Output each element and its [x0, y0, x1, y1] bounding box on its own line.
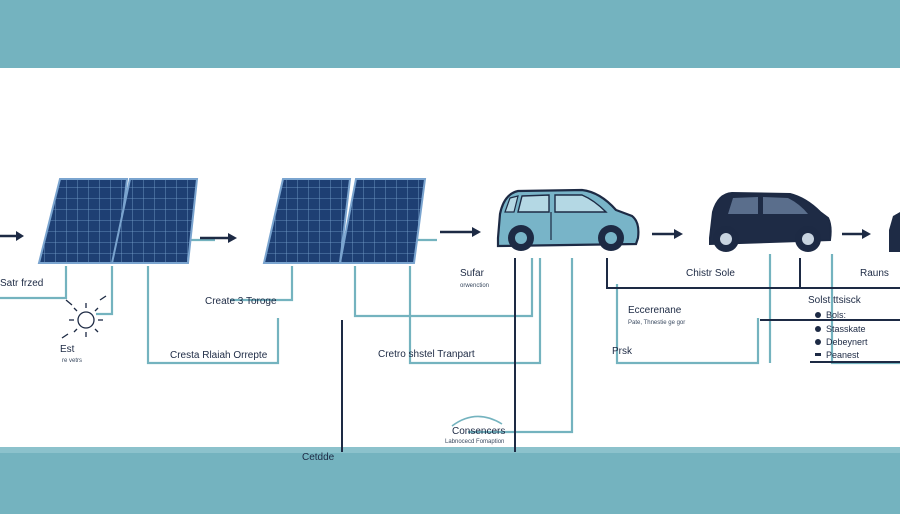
solar-panel-icon — [262, 178, 352, 264]
prsk-label: Prsk — [612, 346, 632, 357]
top-band — [0, 0, 900, 68]
solar-sublabel: orwenction — [460, 283, 490, 289]
car-icon — [889, 212, 900, 252]
transport-label: Cretro shstel Tranpart — [378, 349, 475, 360]
right-list-title: Solst ttsisck — [808, 295, 861, 306]
solar-label: Sufar — [460, 268, 484, 279]
bottom-band — [0, 447, 900, 514]
right-list-item: Stasskate — [826, 324, 866, 334]
bottom-label: Cetdde — [302, 452, 335, 463]
storage-label: Create 3 Toroge — [205, 296, 277, 307]
arrow-right-icon — [440, 227, 481, 237]
solar-panel-icon — [110, 178, 199, 264]
solar-panel-icon — [338, 178, 427, 264]
ecosystem-sublabel: Pate, Thnestie ge gor — [628, 320, 686, 326]
charge-label: Chistr Sole — [686, 268, 735, 279]
source-label: Satr frzed — [0, 278, 44, 289]
consumers-arc — [451, 415, 503, 427]
car-icon — [709, 191, 832, 252]
sun-icon — [61, 295, 107, 339]
teal-connectors — [0, 238, 900, 434]
arrow-right-icon — [200, 233, 237, 243]
right-list-item: Bols: — [826, 310, 847, 320]
sun-label: Est — [60, 344, 75, 355]
arrow-right-icon — [0, 231, 24, 241]
stage-label: Cresta Rlaiah Orrepte — [170, 350, 268, 361]
dark-connectors — [341, 258, 900, 452]
right-list-item: Debeynert — [826, 337, 868, 347]
right-list-item: Peanest — [826, 350, 860, 360]
list-markers — [815, 312, 821, 356]
right-title-label: Rauns — [860, 268, 889, 279]
consumers-label: Consencers — [452, 426, 506, 437]
arrow-right-icon — [652, 229, 683, 239]
ecosystem-label: Eccerenane — [628, 305, 682, 316]
bottom-band-stripe — [0, 447, 900, 453]
sun-sublabel: re vetrs — [62, 358, 83, 364]
consumers-sublabel: Labnocecd Fomaption — [445, 439, 505, 445]
arrow-right-icon — [842, 229, 871, 239]
car-icon — [496, 188, 640, 251]
